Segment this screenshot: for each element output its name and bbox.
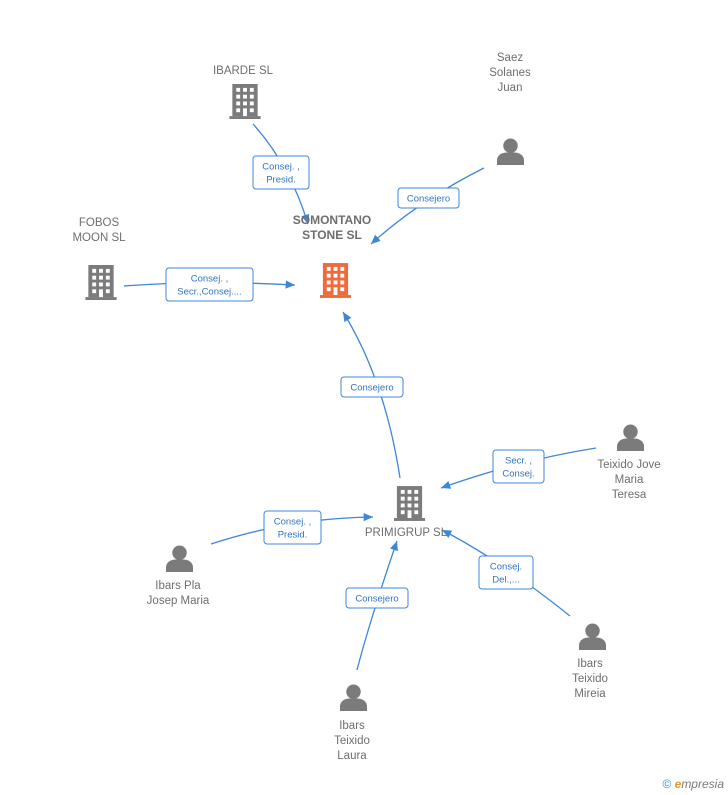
node-label: MOON SL — [72, 232, 126, 244]
role-badge-text: Del.,... — [492, 575, 519, 586]
brand-e-letter: e — [674, 777, 682, 791]
role-badge[interactable]: Secr. , Consej. — [492, 449, 545, 484]
copyright-symbol: © — [662, 777, 672, 791]
role-badge[interactable]: Consejero — [345, 587, 409, 609]
node-label: Josep Maria — [147, 595, 210, 607]
edge-ibars-laura-to-primigrup: Consejero — [345, 540, 409, 671]
node-label: Ibars — [577, 658, 603, 670]
building-icon — [394, 486, 425, 521]
role-badge-text: Consejero — [350, 383, 393, 394]
role-badge-text: Consej. — [490, 562, 522, 573]
node-label: Teixido — [572, 673, 608, 685]
node-label: Teixido — [334, 735, 370, 747]
building-icon — [320, 263, 351, 298]
node-label: Teresa — [612, 489, 647, 501]
role-badge[interactable]: Consej. , Presid. — [252, 155, 310, 190]
role-badge-text: Presid. — [266, 175, 296, 186]
edge-arrow — [356, 540, 398, 671]
node-label: PRIMIGRUP SL — [365, 527, 448, 539]
building-icon — [229, 84, 261, 119]
role-badge-box — [478, 555, 534, 590]
role-badge[interactable]: Consej. Del.,... — [478, 555, 534, 590]
node-label: STONE SL — [302, 228, 362, 242]
person-icon — [166, 545, 193, 572]
node-label: Juan — [498, 82, 523, 94]
role-badge-box — [345, 587, 409, 609]
node-label: Mireia — [574, 688, 606, 700]
person-icon — [617, 424, 644, 451]
node-label: Maria — [615, 474, 644, 486]
building-icon — [85, 265, 117, 300]
edge-ibars-pla-to-primigrup: Consej. , Presid. — [210, 510, 374, 545]
brand-name: mpresia — [681, 777, 724, 791]
edge-primigrup-to-somontano: Consejero — [340, 311, 404, 479]
empresia-brand: © empresia — [662, 777, 724, 791]
role-badge-text: Consejero — [407, 194, 450, 205]
role-badge-text: Presid. — [278, 530, 308, 541]
role-badge-box — [397, 187, 460, 209]
edge-saez-to-somontano: Consejero — [370, 167, 485, 245]
node-primigrup[interactable]: PRIMIGRUP SL — [365, 486, 448, 539]
role-badge-text: Consejero — [355, 594, 398, 605]
role-badge[interactable]: Consej. , Presid. — [263, 510, 322, 545]
node-label: Ibars — [339, 720, 365, 732]
edge-ibarde-to-somontano: Consej. , Presid. — [252, 123, 310, 225]
role-badge-box — [492, 449, 545, 484]
node-label: Solanes — [489, 67, 531, 79]
role-badge-text: Consej. — [502, 469, 534, 480]
node-label: SOMONTANO — [293, 213, 371, 227]
edge-ibars-mireia-to-primigrup: Consej. Del.,... — [441, 529, 571, 617]
node-label: Saez — [497, 52, 523, 64]
role-badge-box — [340, 376, 404, 398]
role-badge-text: Secr. , — [505, 456, 532, 467]
role-badge[interactable]: Consejero — [397, 187, 460, 209]
role-badge[interactable]: Consejero — [340, 376, 404, 398]
edge-teixido-jove-to-primigrup: Secr. , Consej. — [440, 447, 597, 489]
node-label: Teixido Jove — [597, 459, 660, 471]
role-badge-text: Consej. , — [191, 274, 229, 285]
role-badge-box — [252, 155, 310, 190]
node-ibarde[interactable]: IBARDE SL — [213, 65, 274, 119]
role-badge[interactable]: Consej. , Secr.,Consej.... — [165, 267, 254, 302]
role-badge-text: Secr.,Consej.... — [177, 287, 241, 298]
node-label: IBARDE SL — [213, 65, 274, 77]
person-icon — [340, 684, 367, 711]
person-icon — [579, 623, 606, 650]
edge-fobos-to-somontano: Consej. , Secr.,Consej.... — [123, 267, 296, 302]
role-badge-text: Consej. , — [262, 162, 300, 173]
node-label: Ibars Pla — [155, 580, 201, 592]
person-icon — [497, 138, 524, 165]
role-badge-box — [165, 267, 254, 302]
role-badge-box — [263, 510, 322, 545]
node-label: Laura — [337, 750, 367, 762]
node-label: FOBOS — [79, 217, 120, 229]
role-badge-text: Consej. , — [274, 517, 312, 528]
node-fobos[interactable]: FOBOS MOON SL — [72, 217, 126, 300]
